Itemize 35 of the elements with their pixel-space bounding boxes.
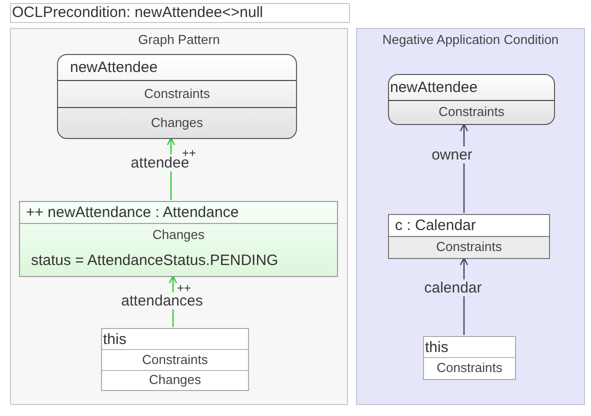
panel-heading: Negative Application Condition [382,33,559,48]
object-node [57,54,297,139]
association-arrow [460,123,468,213]
association-arrow [460,257,468,335]
object-name: c : Calendar [395,217,476,235]
compartment-label: Changes [150,116,204,130]
compartment-label: Changes [152,228,205,242]
edge-label: attendee [130,154,190,172]
edge-label: owner [430,146,474,164]
object-name: this [103,330,126,348]
object-name: newAttendee [390,79,478,97]
compartment-label: Changes [148,373,202,388]
association-arrow [166,137,176,200]
object-name: this [425,338,448,356]
group-panel [10,28,348,405]
edge-label: attendances [120,292,204,310]
object-node [388,214,550,259]
group-panel [356,28,585,405]
object-node [19,201,338,277]
object-node [101,328,249,391]
association-arrow [168,275,178,327]
compartment-label: Constraints [144,87,210,102]
attribute-assignment: status = AttendanceStatus.PENDING [31,252,278,270]
object-name: ++ newAttendance : Attendance [26,204,239,222]
compartment-label: Constraints [438,105,504,120]
panel-heading: Graph Pattern [138,33,220,48]
condition-box [10,3,350,23]
compartment-label: Constraints [436,240,502,255]
object-name: newAttendee [70,59,158,77]
compartment-label: Constraints [436,361,502,376]
object-node [388,74,555,125]
condition-text: OCLPrecondition: newAttendee<>null [12,4,264,22]
edge-label: calendar [423,279,483,297]
object-node [423,336,516,380]
compartment-label: Constraints [142,353,208,368]
